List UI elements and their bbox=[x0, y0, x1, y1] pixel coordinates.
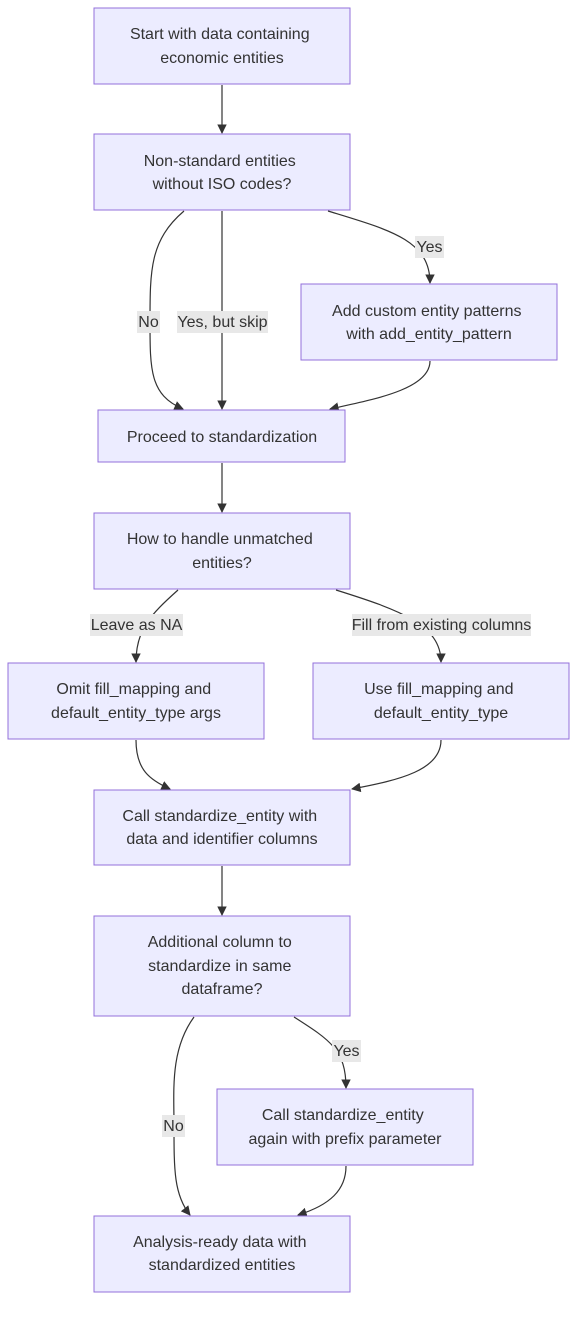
edge-label-yes-1: Yes bbox=[415, 236, 444, 258]
node-call-again-line-2: again with prefix parameter bbox=[249, 1131, 443, 1148]
node-result-line-1: Analysis-ready data with bbox=[133, 1234, 306, 1251]
edge-label-fill-existing: Fill from existing columns bbox=[352, 614, 532, 636]
node-call-standardize: Call standardize_entity with data and id… bbox=[93, 789, 351, 866]
node-proceed-text: Proceed to standardization bbox=[127, 429, 317, 446]
node-call-line-2: data and identifier columns bbox=[126, 831, 317, 848]
node-unmatched-line-1: How to handle unmatched bbox=[127, 531, 313, 548]
edge-label-yes-skip-text: Yes, but skip bbox=[177, 314, 267, 331]
node-nonstandard-line-1: Non-standard entities bbox=[144, 153, 296, 170]
node-use-fill-line-1: Use fill_mapping and bbox=[364, 681, 513, 698]
svg-text:Additional column to sta: Additional column to standardize in same… bbox=[148, 934, 297, 998]
node-unmatched-line-2: entities? bbox=[192, 555, 252, 572]
node-additional-question: Additional column to standardize in same… bbox=[93, 915, 351, 1017]
node-additional-line-1: Additional column to bbox=[148, 934, 292, 951]
svg-text:Call standardize_entity with: Call standardize_entity with data and id… bbox=[122, 808, 321, 848]
edge-label-yes-2-text: Yes bbox=[333, 1043, 359, 1060]
edge-label-fill-existing-text: Fill from existing columns bbox=[352, 617, 532, 634]
node-start-line-2: economic entities bbox=[160, 50, 284, 67]
node-start-line-1: Start with data containing bbox=[130, 26, 310, 43]
node-unmatched-question: How to handle unmatched entities? bbox=[93, 512, 351, 590]
edge-label-no-2: No bbox=[162, 1115, 185, 1137]
node-use-fill-mapping: Use fill_mapping and default_entity_type bbox=[312, 662, 570, 740]
node-use-fill-line-2: default_entity_type bbox=[374, 705, 508, 722]
svg-text:Add custom entity patterns: Add custom entity patterns with add_enti… bbox=[332, 303, 526, 343]
edge-label-yes-skip: Yes, but skip bbox=[177, 311, 268, 333]
node-additional-line-2: standardize in same bbox=[148, 958, 291, 975]
node-add-entity-pattern: Add custom entity patterns with add_enti… bbox=[300, 283, 558, 361]
edge-addpattern-to-proceed bbox=[329, 360, 431, 412]
node-omit-line-2: default_entity_type args bbox=[51, 705, 221, 722]
svg-text:Omit fill_mapping and de: Omit fill_mapping and default_entity_typ… bbox=[51, 681, 221, 722]
node-start: Start with data containing economic enti… bbox=[93, 7, 351, 85]
edge-label-leave-na-text: Leave as NA bbox=[91, 617, 183, 634]
node-add-pattern-line-1: Add custom entity patterns bbox=[332, 303, 521, 320]
edge-callagain-to-result bbox=[297, 1165, 347, 1218]
node-result: Analysis-ready data with standardized en… bbox=[93, 1215, 351, 1293]
node-omit-fill-mapping: Omit fill_mapping and default_entity_typ… bbox=[7, 662, 265, 740]
node-nonstandard-question: Non-standard entities without ISO codes? bbox=[93, 133, 351, 211]
edge-omit-to-call bbox=[135, 739, 171, 790]
edge-label-leave-na: Leave as NA bbox=[90, 614, 183, 636]
node-call-again-line-1: Call standardize_entity bbox=[262, 1107, 424, 1124]
edge-label-no-1-text: No bbox=[138, 314, 159, 331]
edge-usefill-to-call bbox=[351, 739, 442, 793]
edge-label-no-1: No bbox=[137, 311, 160, 333]
edge-label-no-2-text: No bbox=[163, 1118, 184, 1135]
edge-label-yes-1-text: Yes bbox=[416, 239, 442, 256]
svg-text:How to handle unmatched: How to handle unmatched entities? bbox=[127, 531, 317, 572]
node-result-line-2: standardized entities bbox=[149, 1257, 296, 1274]
node-proceed: Proceed to standardization bbox=[97, 409, 346, 463]
node-omit-line-1: Omit fill_mapping and bbox=[56, 681, 211, 698]
edge-label-yes-2: Yes bbox=[332, 1040, 361, 1062]
svg-text:Non-standard entities wi: Non-standard entities without ISO codes? bbox=[144, 153, 301, 193]
edge-nonstandard-yes bbox=[327, 210, 435, 284]
svg-text:Start with data containing: Start with data containing economic enti… bbox=[130, 26, 314, 67]
node-call-again: Call standardize_entity again with prefi… bbox=[216, 1088, 474, 1166]
node-nonstandard-line-2: without ISO codes? bbox=[152, 176, 292, 193]
svg-text:Use fill_mapping and def: Use fill_mapping and default_entity_type bbox=[364, 681, 518, 722]
edges bbox=[131, 85, 446, 1218]
node-call-line-1: Call standardize_entity with bbox=[122, 808, 317, 825]
node-additional-line-3: dataframe? bbox=[182, 981, 263, 998]
edge-nonstandard-no bbox=[149, 210, 185, 411]
node-add-pattern-line-2: with add_entity_pattern bbox=[345, 326, 511, 343]
svg-text:Call standardize_entity: Call standardize_entity again with prefi… bbox=[249, 1107, 443, 1148]
svg-text:Analysis-ready data with: Analysis-ready data with standardized en… bbox=[133, 1234, 311, 1274]
